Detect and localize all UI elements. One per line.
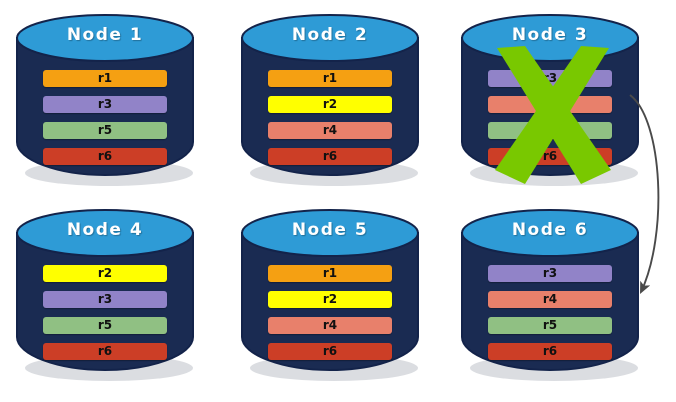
record-list: r1 r2 r4 r6 bbox=[268, 70, 392, 165]
record-bar[interactable]: r6 bbox=[43, 343, 167, 360]
record-list: r1 r2 r4 r6 bbox=[268, 265, 392, 360]
record-bar[interactable]: r4 bbox=[268, 317, 392, 334]
record-bar[interactable]: r5 bbox=[488, 317, 612, 334]
record-bar[interactable]: r4 bbox=[268, 122, 392, 139]
record-bar[interactable]: r3 bbox=[488, 265, 612, 282]
cylinder-top bbox=[461, 209, 639, 257]
record-bar[interactable]: r5 bbox=[43, 122, 167, 139]
record-bar[interactable]: r3 bbox=[488, 70, 612, 87]
record-bar[interactable]: r3 bbox=[43, 291, 167, 308]
record-list: r1 r3 r5 r6 bbox=[43, 70, 167, 165]
cylinder-top bbox=[241, 14, 419, 62]
cylinder-top bbox=[16, 14, 194, 62]
cylinder-top bbox=[16, 209, 194, 257]
record-bar[interactable]: r6 bbox=[268, 343, 392, 360]
record-bar[interactable]: r4 bbox=[488, 96, 612, 113]
record-bar[interactable]: r6 bbox=[268, 148, 392, 165]
record-bar[interactable]: r2 bbox=[268, 96, 392, 113]
record-bar[interactable]: r4 bbox=[488, 291, 612, 308]
record-bar[interactable]: r1 bbox=[268, 265, 392, 282]
record-bar[interactable]: r1 bbox=[268, 70, 392, 87]
record-bar[interactable]: r6 bbox=[488, 148, 612, 165]
record-list: r3 r4 r5 r6 bbox=[488, 70, 612, 165]
record-bar[interactable]: r5 bbox=[488, 122, 612, 139]
record-bar[interactable]: r2 bbox=[43, 265, 167, 282]
cylinder-top bbox=[241, 209, 419, 257]
record-bar[interactable]: r2 bbox=[268, 291, 392, 308]
record-list: r3 r4 r5 r6 bbox=[488, 265, 612, 360]
record-bar[interactable]: r6 bbox=[488, 343, 612, 360]
record-bar[interactable]: r3 bbox=[43, 96, 167, 113]
record-list: r2 r3 r5 r6 bbox=[43, 265, 167, 360]
record-bar[interactable]: r5 bbox=[43, 317, 167, 334]
record-bar[interactable]: r6 bbox=[43, 148, 167, 165]
cylinder-top bbox=[461, 14, 639, 62]
record-bar[interactable]: r1 bbox=[43, 70, 167, 87]
